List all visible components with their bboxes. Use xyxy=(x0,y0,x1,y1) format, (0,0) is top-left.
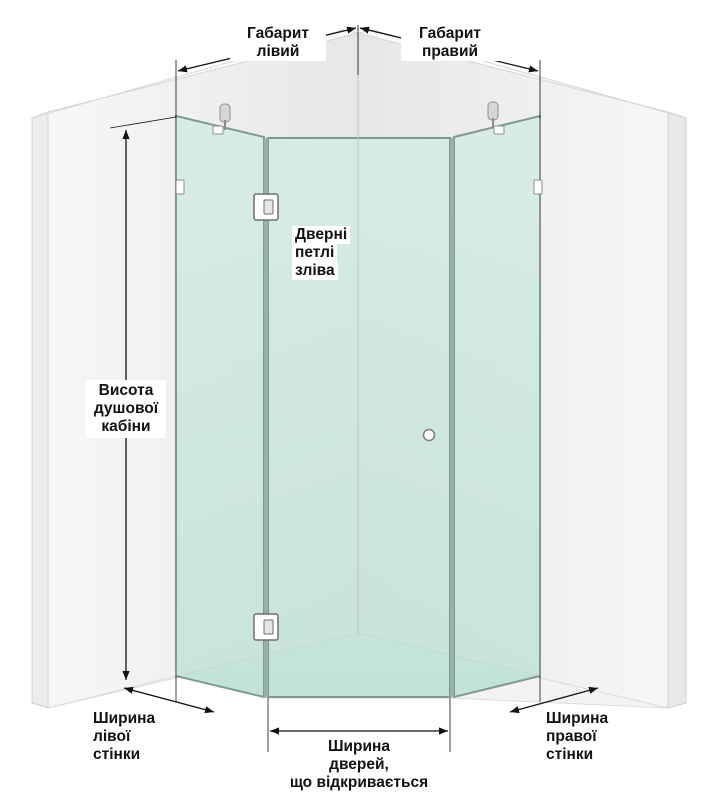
right-top-wall-bracket xyxy=(487,101,505,135)
label-right-wall-width: Ширина правої стінки xyxy=(546,710,609,763)
label-left-wall-width: Ширина лівої стінки xyxy=(93,710,156,763)
left-side-panel xyxy=(175,114,265,699)
right-panel-clamp xyxy=(533,179,543,195)
dim-right-wall-width xyxy=(509,686,599,714)
dim-left-wall-width xyxy=(123,686,215,714)
label-door-hinges: Дверні петлі зліва xyxy=(292,226,351,280)
left-panel-clamp xyxy=(175,179,185,195)
left-top-wall-bracket xyxy=(212,103,231,135)
bottom-door-hinge xyxy=(253,613,279,641)
right-wall-edge xyxy=(667,111,687,709)
left-wall-edge xyxy=(31,111,49,709)
label-overall-left: Габарит лівий xyxy=(230,25,326,61)
label-overall-right: Габарит правий xyxy=(401,25,499,61)
door-panel xyxy=(267,137,451,698)
right-side-panel xyxy=(453,114,541,699)
top-door-hinge xyxy=(253,193,279,221)
hardware xyxy=(175,101,543,641)
ext-line-height-top xyxy=(109,116,177,129)
label-cabin-height: Висота душової кабіни xyxy=(86,380,166,438)
label-door-width: Ширина дверей, що відкривається xyxy=(289,738,429,791)
door-knob xyxy=(422,428,436,442)
glass-panels xyxy=(175,33,541,699)
